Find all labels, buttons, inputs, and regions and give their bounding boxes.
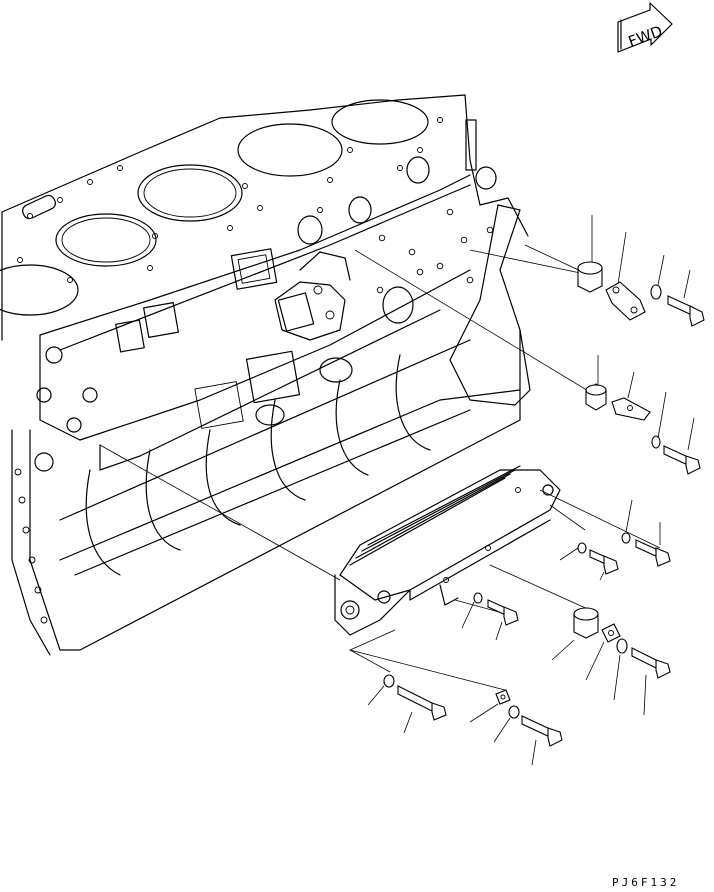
cylinder-block: [0, 94, 531, 656]
bracket-plate-lower: [601, 623, 621, 643]
bolt-right-top: [635, 539, 671, 567]
bolt-right-mid: [589, 549, 619, 575]
lower-right-hardware: [551, 607, 671, 716]
assembly-leader-lines: [99, 244, 601, 581]
washer-bottom-center: [473, 592, 483, 604]
mounting-bracket-middle: [611, 397, 651, 421]
mounting-bracket-upper: [605, 281, 646, 321]
bolt-middle: [663, 445, 701, 475]
washer-upper: [650, 284, 662, 300]
reference-code: PJ6F132: [612, 876, 680, 889]
oil-cooler-leaders: [348, 489, 661, 691]
washer-right-mid: [577, 542, 587, 554]
oil-cooler-right-hardware: [559, 499, 671, 581]
bolt-bottom-left: [397, 685, 447, 721]
plate-bottom: [495, 689, 511, 705]
fwd-label: FWD: [626, 22, 665, 51]
bolt-upper: [667, 295, 705, 327]
washer-middle: [651, 435, 661, 449]
spacer-sleeve-middle: [585, 383, 607, 411]
fwd-direction-arrow: FWD: [617, 2, 673, 53]
bolt-lower: [631, 647, 671, 679]
middle-mounting-hardware: [585, 355, 701, 475]
cooler-bottom-hardware: [461, 592, 519, 641]
washer-bottom-right: [508, 705, 520, 719]
spacer-sleeve-upper: [577, 261, 603, 293]
upper-mounting-hardware: [577, 215, 705, 327]
spacer-sleeve-lower: [573, 607, 599, 639]
washer-bottom-left: [383, 674, 395, 688]
bolt-bottom-right: [521, 715, 563, 747]
bolt-bottom-center: [487, 599, 519, 626]
washer-lower: [616, 638, 628, 654]
bottom-hardware: [367, 674, 563, 766]
oil-cooler-assembly: [334, 465, 561, 636]
washer-right-top: [621, 532, 631, 544]
